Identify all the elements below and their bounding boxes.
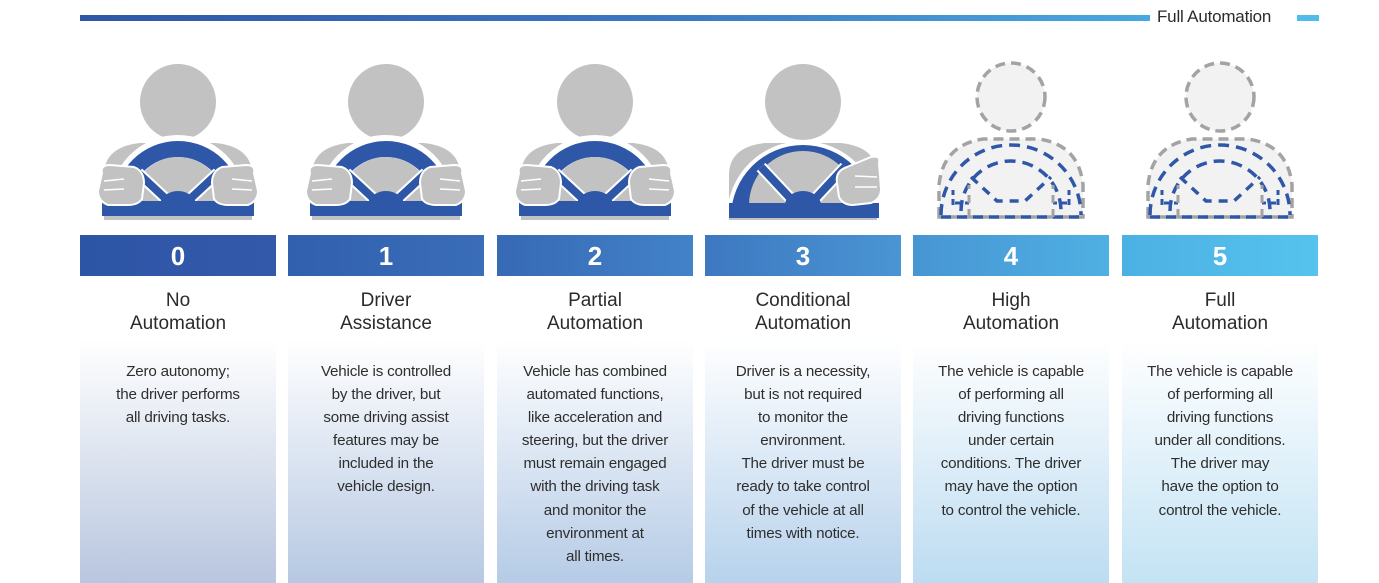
level-description-line: to monitor the	[757, 409, 849, 427]
level-description-line: conditions. The driver	[940, 455, 1082, 473]
level-description-line: The vehicle is capable	[1147, 363, 1293, 380]
top-progress-tail	[1297, 15, 1319, 21]
level-description: Vehicle is controlled by the driver, but s…	[292, 360, 480, 499]
level-description-line: must remain engaged	[523, 455, 667, 473]
driver-dashed-optional-icon	[913, 55, 1109, 220]
level-number-box: 4	[913, 235, 1109, 276]
level-description-line: steering, but the driver	[521, 432, 669, 450]
level-description-panel: Vehicle is controlled by the driver, but s…	[288, 340, 484, 583]
level-title-line: Automation	[546, 313, 644, 334]
level-number-box: 5	[1122, 235, 1318, 276]
full-automation-label: Full Automation	[1157, 7, 1272, 26]
level-description: Driver is a necessity, but is not require…	[709, 360, 897, 545]
level-description-line: Vehicle has combined	[523, 363, 667, 380]
driver-both-hands-icon	[96, 64, 260, 220]
level-description-line: Zero autonomy;	[126, 363, 230, 380]
level-description: The vehicle is capable of performing all d…	[917, 360, 1105, 522]
level-title-line: No	[165, 290, 191, 311]
level-number-box: 2	[497, 235, 693, 276]
level-description: Vehicle has combined automated functions,…	[501, 360, 689, 568]
level-title-line: Automation	[129, 313, 227, 334]
level-description-line: Driver is a necessity,	[735, 363, 871, 380]
level-description-line: of performing all	[958, 386, 1064, 404]
driver-dashed-optional-icon	[1146, 61, 1294, 219]
driver-both-hands-icon	[80, 55, 276, 220]
level-description: The vehicle is capable of performing all d…	[1126, 360, 1314, 522]
level-description-line: times with notice.	[746, 524, 860, 542]
level-title-line: Full	[1204, 290, 1236, 311]
level-description-line: with the driving task	[530, 478, 660, 496]
level-description-panel: The vehicle is capable of performing all d…	[913, 340, 1109, 583]
level-description-line: have the option to	[1161, 478, 1279, 496]
level-description-line: by the driver, but	[331, 386, 441, 404]
level-description-line: driving functions	[1166, 409, 1274, 427]
level-description-panel: Driver is a necessity, but is not require…	[705, 340, 901, 583]
level-title-line: Automation	[962, 313, 1060, 334]
level-title-line: Assistance	[340, 313, 432, 334]
top-progress-bar	[80, 15, 1150, 21]
level-description-line: of performing all	[1167, 386, 1273, 404]
driver-both-hands-icon	[304, 64, 468, 220]
level-description-panel: Vehicle has combined automated functions,…	[497, 340, 693, 583]
level-description-line: vehicle design.	[337, 478, 435, 496]
level-description-line: may have the option	[944, 478, 1078, 496]
level-description-line: of the vehicle at all	[742, 501, 864, 519]
level-title-line: High	[991, 290, 1031, 311]
level-description-line: to control the vehicle.	[941, 501, 1081, 519]
level-title-line: Automation	[754, 313, 852, 334]
level-title-line: Automation	[1171, 313, 1269, 334]
level-number-box: 0	[80, 235, 276, 276]
level-description-line: included in the	[338, 455, 434, 473]
level-description: Zero autonomy; the driver performs all dri…	[84, 360, 272, 429]
level-description-line: under certain	[967, 432, 1055, 450]
driver-one-hand-icon	[727, 64, 883, 220]
level-description-line: automated functions,	[526, 386, 664, 404]
level-description-line: environment at	[546, 524, 644, 542]
level-description-line: some driving assist	[323, 409, 449, 427]
level-description-line: Vehicle is controlled	[320, 363, 452, 380]
level-description-line: all driving tasks.	[125, 409, 231, 427]
level-title-line: Conditional	[755, 290, 851, 311]
level-number-box: 1	[288, 235, 484, 276]
level-number-box: 3	[705, 235, 901, 276]
level-description-line: The driver must be	[741, 455, 865, 473]
level-description-line: all times.	[566, 547, 624, 565]
driver-one-hand-icon	[705, 55, 901, 220]
level-description-line: features may be	[333, 432, 439, 450]
level-description-line: but is not required	[744, 386, 862, 404]
level-description-line: like acceleration and	[527, 409, 663, 427]
level-description-line: control the vehicle.	[1158, 501, 1282, 519]
level-description-panel: The vehicle is capable of performing all d…	[1122, 340, 1318, 583]
level-description-line: environment.	[760, 432, 846, 450]
driver-dashed-optional-icon	[1122, 55, 1318, 220]
level-description-panel: Zero autonomy; the driver performs all dri…	[80, 340, 276, 583]
level-description-line: under all conditions.	[1154, 432, 1286, 450]
level-title-line: Partial	[568, 290, 622, 311]
level-description-line: ready to take control	[736, 478, 870, 496]
level-description-line: The vehicle is capable	[938, 363, 1084, 380]
driver-both-hands-icon	[497, 55, 693, 220]
level-description-line: the driver performs	[116, 386, 240, 404]
driver-dashed-optional-icon	[937, 61, 1085, 219]
driver-both-hands-icon	[513, 64, 677, 220]
level-description-line: driving functions	[957, 409, 1065, 427]
level-title-line: Driver	[360, 290, 412, 311]
driver-both-hands-icon	[288, 55, 484, 220]
level-description-line: The driver may	[1170, 455, 1270, 473]
level-description-line: and monitor the	[543, 501, 647, 519]
